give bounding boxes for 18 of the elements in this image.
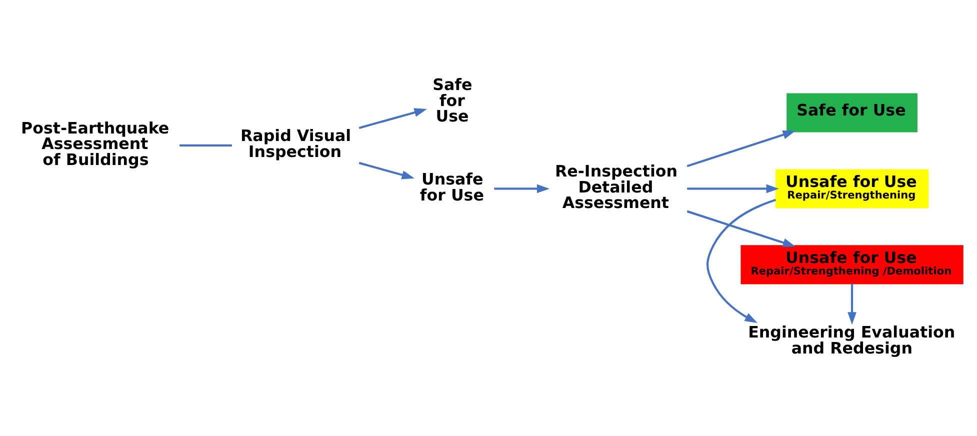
arrow: [358, 162, 415, 180]
arrow: [686, 130, 796, 168]
node-text: Post-Earthquake Assessment of Buildings: [21, 118, 170, 169]
node-text: Engineering Evaluation and Redesign: [748, 322, 956, 358]
arrow: [494, 184, 550, 194]
node-text: Unsafe for Use: [420, 169, 484, 204]
node-box: Safe for Use: [786, 93, 918, 132]
arrow: [848, 284, 856, 325]
node-text: Safe for Use: [432, 75, 472, 126]
arrow: [358, 108, 427, 129]
node-box: Unsafe for Use Repair/Strengthening: [776, 169, 929, 208]
node-box: Unsafe for Use Repair/Strengthening /Demolition: [740, 245, 964, 284]
connector: [180, 144, 232, 146]
node-text: Rapid Visual Inspection: [240, 126, 352, 162]
arrow: [687, 184, 779, 194]
arrow: [706, 198, 776, 324]
arrow: [686, 210, 796, 247]
node-text: Re-Inspection Detailed Assessment: [554, 162, 678, 212]
